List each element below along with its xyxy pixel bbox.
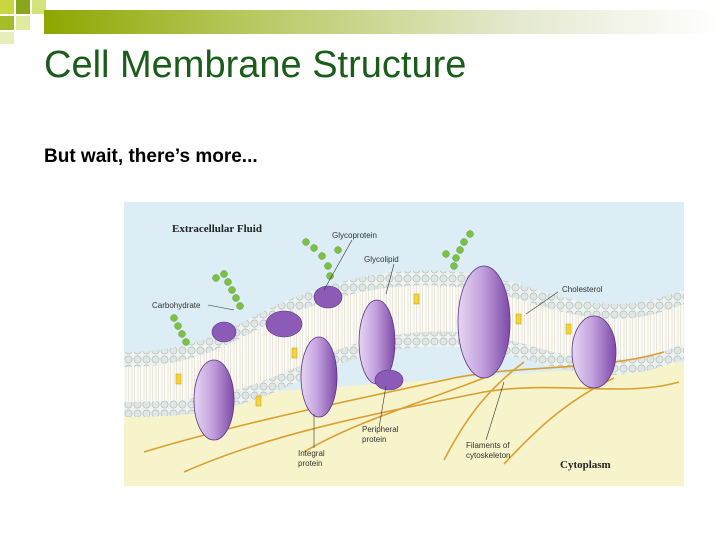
label-filaments-of-cytoskeleton: Filaments of	[466, 441, 510, 450]
carbohydrate-bead	[178, 330, 186, 338]
carbohydrate-bead	[236, 302, 244, 310]
cholesterol-molecule	[565, 323, 572, 335]
membrane-figure: Extracellular Fluid Cytoplasm Glycoprote…	[124, 202, 684, 486]
cholesterol-molecule	[413, 293, 420, 305]
cholesterol-molecules	[175, 293, 572, 407]
peripheral-protein	[374, 369, 404, 391]
cholesterol-molecule	[515, 313, 522, 325]
carbohydrate-bead	[324, 262, 332, 270]
label-peripheral-protein: protein	[362, 435, 386, 444]
corner-square	[32, 0, 46, 14]
leader-lines	[207, 239, 559, 448]
cholesterol-molecule	[255, 395, 262, 407]
integral-protein	[457, 265, 511, 379]
corner-square	[0, 16, 14, 30]
slide-subtitle: But wait, there’s more...	[44, 146, 258, 167]
peripheral-proteins	[211, 285, 404, 391]
carbohydrate-bead	[228, 286, 236, 294]
top-accent-bar	[44, 10, 720, 34]
membrane-illustration: Extracellular Fluid Cytoplasm Glycoprote…	[124, 202, 684, 486]
label-cholesterol: Cholesterol	[562, 285, 603, 294]
cholesterol-molecule	[291, 347, 298, 359]
carbohydrate-bead	[460, 238, 468, 246]
peripheral-protein	[211, 321, 237, 343]
integral-protein	[193, 359, 235, 441]
membrane-bilayer	[124, 278, 684, 412]
membrane-outer-heads	[124, 270, 684, 367]
carbohydrate-bead	[466, 230, 474, 238]
cholesterol-molecule	[175, 373, 182, 385]
peripheral-protein	[313, 285, 343, 309]
label-peripheral-protein: Peripheral	[362, 425, 399, 434]
corner-square	[16, 16, 30, 30]
membrane-inner-heads	[124, 331, 684, 417]
corner-square	[0, 0, 14, 14]
carbohydrate-bead	[456, 246, 464, 254]
integral-protein	[571, 315, 617, 389]
peripheral-protein	[265, 310, 303, 338]
slide-title: Cell Membrane Structure	[44, 44, 467, 86]
carbohydrate-bead	[334, 246, 342, 254]
carbohydrate-bead	[212, 274, 220, 282]
label-integral-protein: Integral	[298, 449, 325, 458]
carbohydrate-bead	[310, 244, 318, 252]
integral-proteins	[193, 265, 617, 441]
carbohydrate-bead	[224, 278, 232, 286]
carbohydrate-bead	[318, 252, 326, 260]
carbohydrate-bead	[450, 262, 458, 270]
carbohydrate-bead	[326, 272, 334, 280]
label-filaments-of-cytoskeleton: cytoskeleton	[466, 451, 510, 460]
carbohydrate-bead	[170, 314, 178, 322]
label-integral-protein: protein	[298, 459, 322, 468]
carbohydrate-bead	[232, 294, 240, 302]
carbohydrate-bead	[442, 250, 450, 258]
corner-squares-decoration	[0, 0, 46, 44]
carbohydrate-bead	[452, 254, 460, 262]
label-glycolipid: Glycolipid	[364, 255, 399, 264]
region-label-extracellular: Extracellular Fluid	[172, 223, 262, 235]
corner-square	[0, 32, 14, 44]
carbohydrate-bead	[182, 338, 190, 346]
integral-protein	[300, 336, 338, 418]
carbohydrate-bead	[220, 270, 228, 278]
corner-square	[16, 0, 30, 14]
carbohydrate-bead	[174, 322, 182, 330]
carbohydrate-bead	[302, 238, 310, 246]
label-glycoprotein: Glycoprotein	[332, 231, 377, 240]
region-label-cytoplasm: Cytoplasm	[560, 459, 611, 471]
label-carbohydrate: Carbohydrate	[152, 301, 201, 310]
